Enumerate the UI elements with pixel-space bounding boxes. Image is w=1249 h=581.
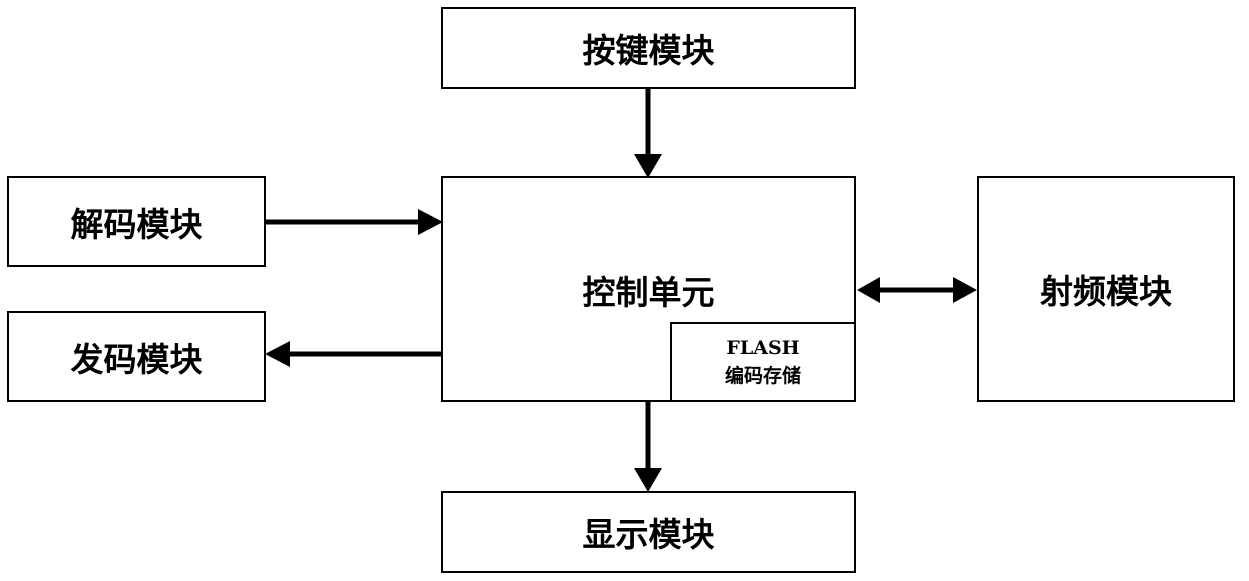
control-unit-box: 控制单元 [441,176,856,402]
arrowhead-decode-to-control [418,209,443,235]
display-module-label: 显示模块 [582,515,715,554]
display-module-box: 显示模块 [441,491,856,573]
arrowhead-control-to-encode [265,341,290,367]
decode-module-box: 解码模块 [7,176,266,267]
arrowhead-rf-right [953,277,977,303]
arrowhead-rf-left [857,277,880,303]
flash-storage-line1: FLASH [726,337,800,359]
arrowhead-control-to-display [634,468,662,492]
flash-storage-box: FLASH 编码存储 [670,322,856,402]
encode-module-box: 发码模块 [7,311,266,402]
control-unit-label: 控制单元 [582,273,715,312]
rf-module-box: 射频模块 [977,176,1235,402]
flash-storage-line2: 编码存储 [724,365,801,387]
decode-module-label: 解码模块 [70,204,203,244]
rf-module-label: 射频模块 [1040,272,1172,311]
arrowhead-key-to-control [634,154,662,178]
encode-module-label: 发码模块 [70,339,203,379]
key-module-box: 按键模块 [441,7,856,89]
key-module-label: 按键模块 [582,31,715,70]
